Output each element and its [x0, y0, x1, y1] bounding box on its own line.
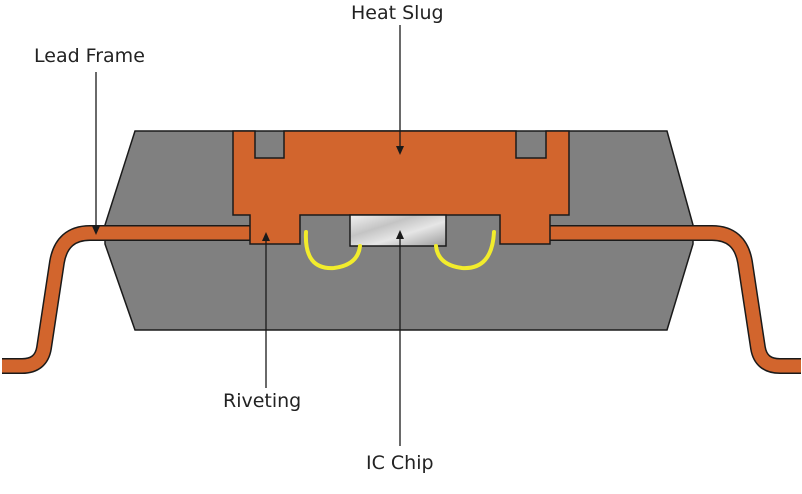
lead-frame-label: Lead Frame [34, 45, 145, 67]
riveting-label: Riveting [223, 390, 302, 412]
bond-wire-left [303, 230, 362, 271]
leader-arrow-heat-slug [396, 146, 404, 155]
lead-frame-right [500, 226, 801, 373]
heat-slug [232, 130, 570, 245]
heat-slug-label: Heat Slug [351, 2, 444, 24]
leader-arrow-lead-frame [92, 226, 100, 235]
lead-frame-left [2, 226, 300, 373]
bond-wire-right [434, 230, 496, 271]
ic-chip-label: IC Chip [366, 452, 434, 474]
leader-arrow-riveting [262, 232, 270, 241]
leader-arrow-ic-chip [396, 230, 404, 239]
ic-chip [349, 214, 447, 247]
